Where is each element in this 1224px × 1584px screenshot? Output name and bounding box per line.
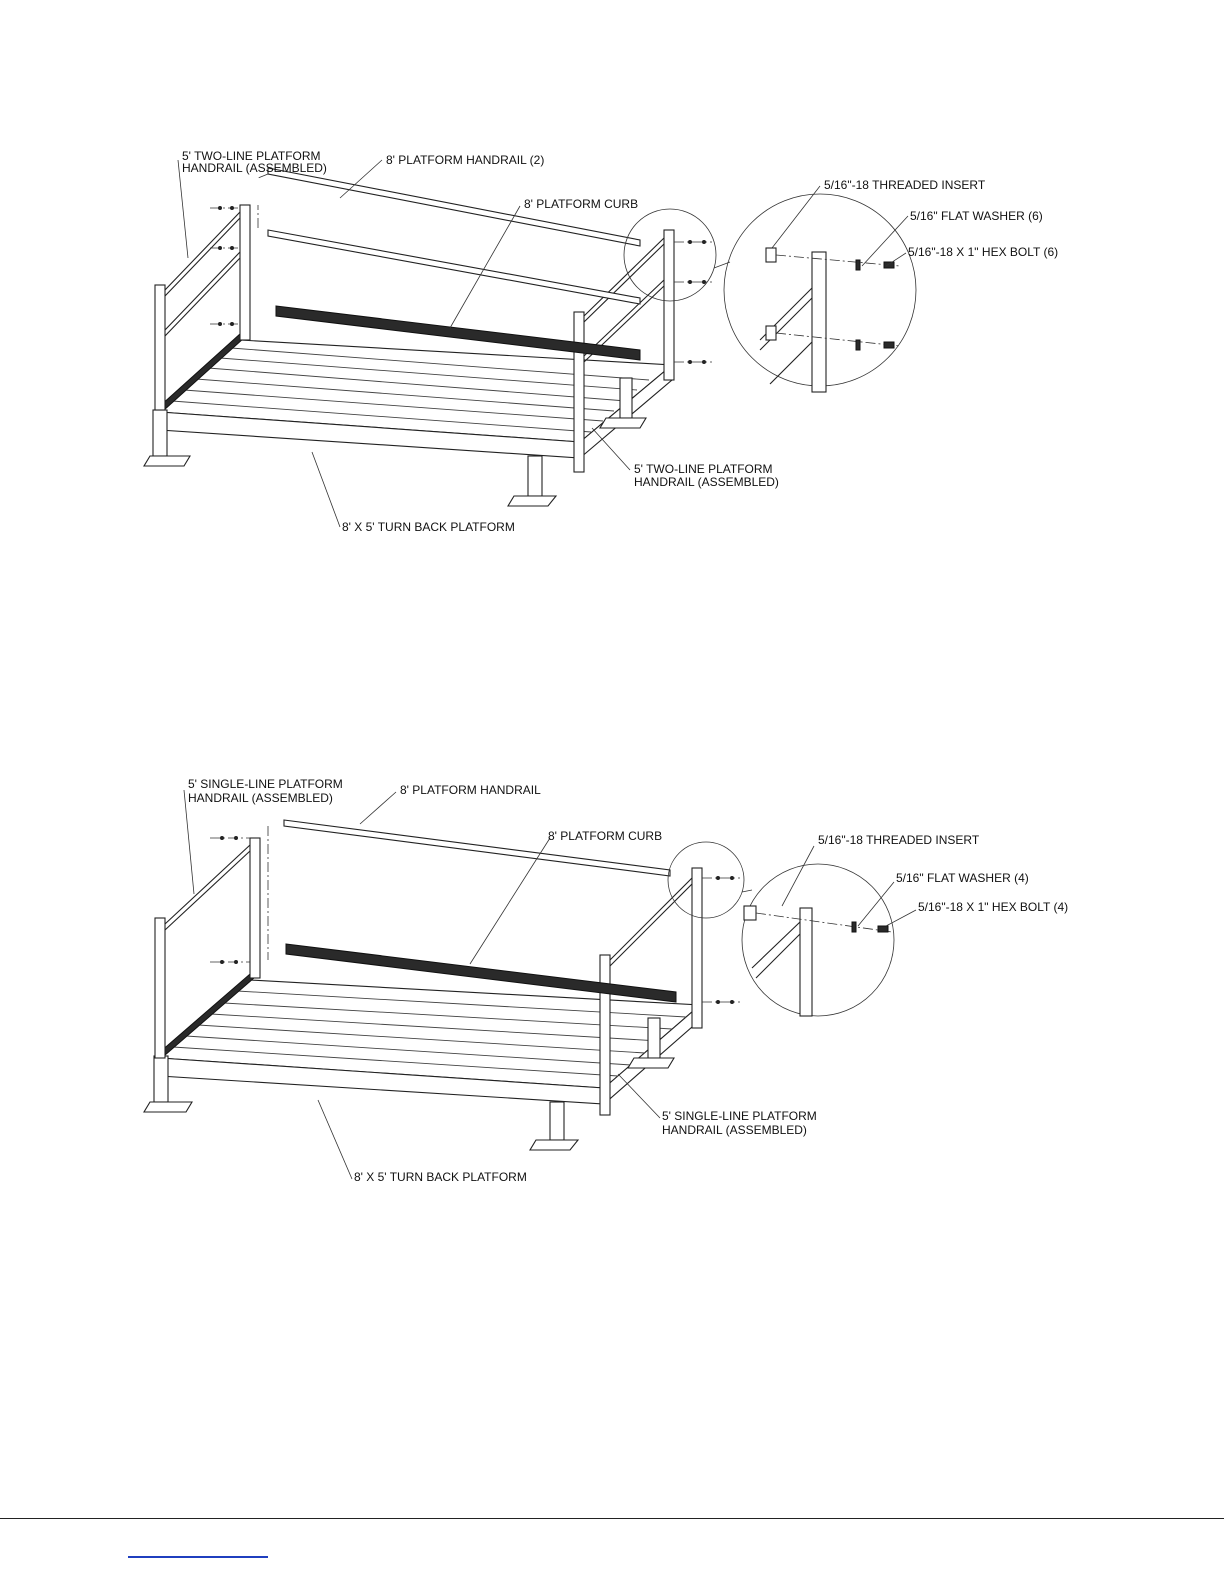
bottom-label-platform-handrail: 8' PLATFORM HANDRAIL: [400, 783, 541, 797]
top-label-platform-handrail: 8' PLATFORM HANDRAIL (2): [386, 153, 544, 167]
top-right-handrail: [573, 229, 675, 473]
top-label-left-handrail-line2: HANDRAIL (ASSEMBLED): [182, 161, 327, 175]
bottom-detail-view: [741, 863, 895, 1017]
top-detail-view: [723, 193, 917, 393]
footer-rule: [0, 1518, 1224, 1519]
top-leader-lines: [177, 159, 909, 528]
top-label-platform-curb: 8' PLATFORM CURB: [524, 197, 638, 211]
bottom-left-handrail: [154, 837, 261, 1059]
top-detail-connector: [713, 261, 731, 269]
top-label-turn-back-platform: 8' X 5' TURN BACK PLATFORM: [342, 520, 515, 534]
bottom-platform-curb: [285, 943, 677, 1003]
top-platform-curb: [275, 305, 641, 361]
bottom-fasteners: [210, 836, 740, 1004]
bottom-platform-legs: [143, 1017, 675, 1151]
bottom-platform-handrail: [267, 819, 671, 960]
bottom-label-right-handrail-line2: HANDRAIL (ASSEMBLED): [662, 1123, 807, 1137]
bottom-label-platform-curb: 8' PLATFORM CURB: [548, 829, 662, 843]
bottom-label-flat-washer: 5/16" FLAT WASHER (4): [896, 871, 1029, 885]
top-fasteners: [210, 206, 712, 364]
bottom-detail-connector: [741, 889, 753, 893]
bottom-assembly-figure: 5' SINGLE-LINE PLATFORM HANDRAIL (ASSEMB…: [143, 777, 1068, 1184]
bottom-label-threaded-insert: 5/16"-18 THREADED INSERT: [818, 833, 980, 847]
top-platform-handrails: [257, 167, 641, 305]
bottom-label-left-handrail-line2: HANDRAIL (ASSEMBLED): [188, 791, 333, 805]
top-label-flat-washer: 5/16" FLAT WASHER (6): [910, 209, 1043, 223]
footer-link-underline[interactable]: [128, 1556, 268, 1558]
bottom-leader-lines: [183, 789, 917, 1180]
bottom-label-left-handrail-line1: 5' SINGLE-LINE PLATFORM: [188, 777, 343, 791]
bottom-detail-callout-circle: [667, 841, 745, 919]
top-label-right-handrail-line1: 5' TWO-LINE PLATFORM: [634, 462, 773, 476]
bottom-right-handrail: [599, 867, 703, 1116]
top-assembly-figure: 5' TWO-LINE PLATFORM HANDRAIL (ASSEMBLED…: [143, 149, 1058, 534]
top-label-left-handrail-line1: 5' TWO-LINE PLATFORM: [182, 149, 321, 163]
top-detail-callout-circle: [623, 208, 717, 302]
top-label-hex-bolt: 5/16"-18 X 1" HEX BOLT (6): [908, 245, 1058, 259]
top-platform-legs: [143, 377, 647, 507]
bottom-label-hex-bolt: 5/16"-18 X 1" HEX BOLT (4): [918, 900, 1068, 914]
top-label-threaded-insert: 5/16"-18 THREADED INSERT: [824, 178, 986, 192]
bottom-platform-deck: [158, 973, 702, 1106]
bottom-label-turn-back-platform: 8' X 5' TURN BACK PLATFORM: [354, 1170, 527, 1184]
bottom-label-right-handrail-line1: 5' SINGLE-LINE PLATFORM: [662, 1109, 817, 1123]
top-left-handrail: [154, 204, 251, 411]
top-label-right-handrail-line2: HANDRAIL (ASSEMBLED): [634, 475, 779, 489]
